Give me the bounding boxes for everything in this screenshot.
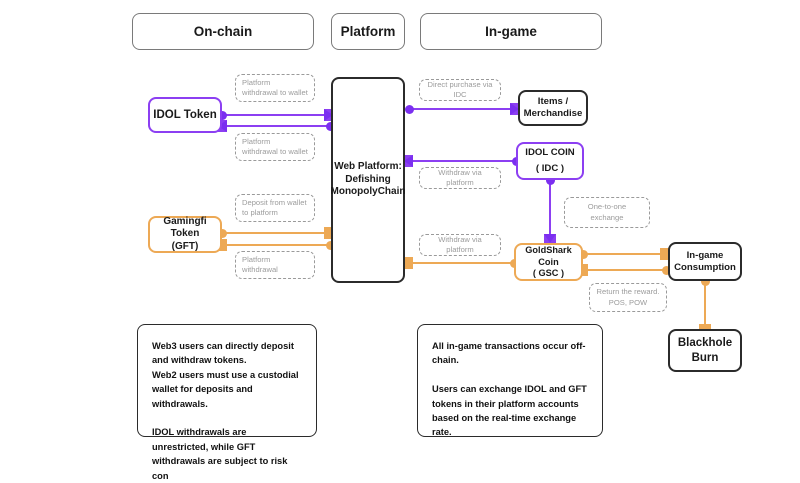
edge-endpoint-dot <box>326 240 335 250</box>
edge-endpoint-dot <box>218 228 227 238</box>
arrowhead-left <box>218 120 227 132</box>
edge-endpoint-dot <box>579 249 588 259</box>
edge-label-withdraw-via-platform-idc: Withdraw via platform <box>419 167 501 189</box>
node-label-line: Merchandise <box>523 108 583 119</box>
header-box-on-chain: On-chain <box>132 13 314 50</box>
edge-idc-to-platform <box>412 159 518 163</box>
node-label-line: Consumption <box>674 261 736 273</box>
edge-gsc-to-platform <box>412 261 516 265</box>
diagram-canvas: On-chain Platform In-game Platform withd… <box>132 13 742 481</box>
arrowhead-left <box>404 155 413 167</box>
node-label-line: ( IDC ) <box>535 162 565 174</box>
edge-label-withdraw-via-platform-gsc: Withdraw via platform <box>419 234 501 256</box>
node-label-line: ( GSC ) <box>532 268 565 278</box>
arrowhead-right <box>660 248 669 260</box>
edge-label-direct-purchase: Direct purchase via IDC <box>419 79 501 101</box>
arrowhead-right <box>324 109 333 121</box>
node-gamingfi-token[interactable]: Gamingfi Token (GFT) <box>148 216 222 253</box>
arrowhead-down <box>544 234 556 243</box>
edge-consumption-to-blackhole <box>703 281 707 327</box>
edge-endpoint-dot <box>405 104 414 114</box>
edge-platform-to-gft <box>226 243 330 247</box>
node-label-line: GoldShark Coin <box>525 245 572 267</box>
arrowhead-down <box>699 324 711 333</box>
edge-label-return-the-reward: Return the reward. POS, POW <box>589 283 667 312</box>
node-idol-token[interactable]: IDOL Token <box>148 97 222 133</box>
edge-gft-to-platform <box>222 231 326 235</box>
edge-idol-to-platform <box>222 113 326 117</box>
edge-endpoint-dot <box>218 110 227 120</box>
node-label-line: In-game <box>686 249 724 261</box>
edge-label-idol-platform-withdrawal-top: Platform withdrawal to wallet <box>235 74 315 102</box>
edge-label-gft-deposit: Deposit from wallet to platform <box>235 194 315 222</box>
note-card-left: Web3 users can directly deposit and with… <box>137 324 317 481</box>
node-web-platform[interactable]: Web Platform: Defishing MonopolyChain <box>330 77 406 283</box>
node-label-line: Defishing <box>345 173 391 185</box>
node-label-line: MonopolyChain <box>330 186 406 198</box>
edge-endpoint-dot <box>326 121 335 131</box>
node-label-line: Items / <box>537 96 569 108</box>
header-box-in-game: In-game <box>420 13 602 50</box>
edge-label-one-to-one-exchange: One-to-one exchange <box>564 197 650 228</box>
edge-platform-to-items <box>412 107 512 111</box>
edge-label-idol-platform-withdrawal-bottom: Platform withdrawal to wallet <box>235 133 315 161</box>
note-card-right: All in-game transactions occur off-chain… <box>417 324 603 437</box>
node-goldshark-coin[interactable]: GoldShark Coin ( GSC ) <box>514 243 583 281</box>
node-label-line: Burn <box>691 351 719 364</box>
arrowhead-left <box>579 264 588 276</box>
node-label-line: IDOL COIN <box>525 147 575 159</box>
node-ingame-consumption[interactable]: In-game Consumption <box>668 242 742 281</box>
edge-endpoint-dot <box>545 176 555 185</box>
arrowhead-left <box>218 239 227 251</box>
node-items-merchandise[interactable]: Items / Merchandise <box>518 90 588 126</box>
edge-idc-to-gsc <box>548 180 552 237</box>
arrowhead-right <box>510 103 519 115</box>
edge-consumption-to-gsc <box>587 268 666 272</box>
node-label-line: Gamingfi Token <box>163 215 207 240</box>
arrowhead-left <box>404 257 413 269</box>
header-box-platform: Platform <box>331 13 405 50</box>
node-idol-coin[interactable]: IDOL COIN ( IDC ) <box>516 142 584 180</box>
node-label-line: (GFT) <box>171 240 199 252</box>
edge-endpoint-dot <box>700 277 710 286</box>
edge-label-gft-platform-withdrawal: Platform withdrawal <box>235 251 315 279</box>
edge-gsc-to-consumption <box>583 252 662 256</box>
node-label-line: Web Platform: <box>334 161 402 173</box>
node-blackhole-burn[interactable]: Blackhole Burn <box>668 329 742 372</box>
arrowhead-right <box>324 227 333 239</box>
edge-endpoint-dot <box>662 265 671 275</box>
edge-platform-to-idol <box>226 124 330 128</box>
node-label-line: Blackhole <box>677 337 733 350</box>
